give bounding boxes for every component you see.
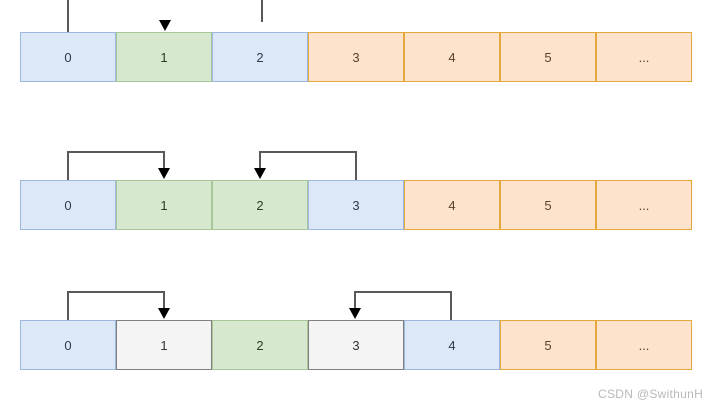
bracket-line bbox=[259, 151, 357, 180]
arrow-head-icon bbox=[158, 168, 170, 179]
bracket-line bbox=[67, 291, 165, 320]
arrow-head-icon bbox=[159, 20, 171, 31]
array-cell[interactable]: ... bbox=[596, 32, 692, 82]
bracket-line bbox=[67, 151, 165, 180]
array-cell[interactable]: 0 bbox=[20, 180, 116, 230]
bracket-line bbox=[67, 0, 263, 32]
array-cell[interactable]: 1 bbox=[116, 32, 212, 82]
bracket-line bbox=[354, 291, 452, 320]
bracket-0-to-1 bbox=[67, 151, 170, 180]
bracket-0-to-1 bbox=[67, 291, 170, 320]
array-cell[interactable]: 2 bbox=[212, 32, 308, 82]
array-cell[interactable]: 2 bbox=[212, 320, 308, 370]
array-cell[interactable]: ... bbox=[596, 180, 692, 230]
array-cell[interactable]: 2 bbox=[212, 180, 308, 230]
bracket-3-to-2 bbox=[254, 151, 357, 180]
array-cell[interactable]: 5 bbox=[500, 32, 596, 82]
bracket-4-to-3 bbox=[349, 291, 452, 320]
arrow-head-icon bbox=[158, 308, 170, 319]
array-cell[interactable]: 5 bbox=[500, 320, 596, 370]
arrow-head-icon bbox=[254, 168, 266, 179]
array-cell[interactable]: 1 bbox=[116, 320, 212, 370]
array-cell[interactable]: 5 bbox=[500, 180, 596, 230]
array-cell[interactable]: ... bbox=[596, 320, 692, 370]
bracket-0-to-2 bbox=[67, 0, 263, 32]
array-cell[interactable]: 4 bbox=[404, 32, 500, 82]
array-cell[interactable]: 0 bbox=[20, 32, 116, 82]
array-cell[interactable]: 1 bbox=[116, 180, 212, 230]
array-cell[interactable]: 3 bbox=[308, 180, 404, 230]
array-cell[interactable]: 3 bbox=[308, 320, 404, 370]
watermark-text: CSDN @SwithunH bbox=[598, 387, 704, 401]
arrow-head-icon bbox=[349, 308, 361, 319]
array-cell[interactable]: 4 bbox=[404, 320, 500, 370]
array-cell[interactable]: 4 bbox=[404, 180, 500, 230]
array-cell[interactable]: 3 bbox=[308, 32, 404, 82]
array-cell[interactable]: 0 bbox=[20, 320, 116, 370]
